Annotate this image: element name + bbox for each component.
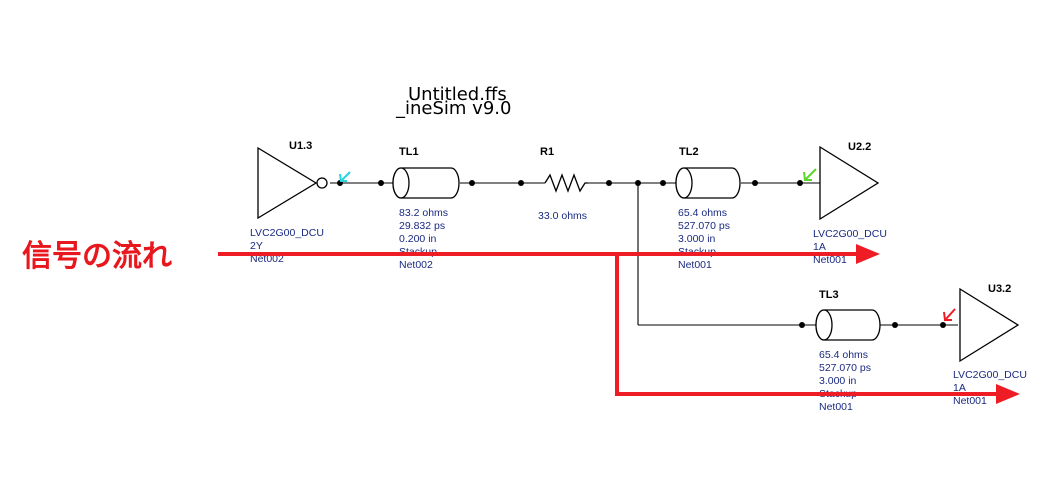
u22-ref-label: U2.2 — [848, 141, 871, 153]
u13-model-label: LVC2G00_DCU — [250, 227, 324, 239]
simulator-version: _ineSim v9.0 — [395, 98, 511, 119]
signal-flow-arrow-main — [218, 244, 880, 264]
tl2-net: Net001 — [678, 259, 712, 271]
tl1-ref-label: TL1 — [399, 146, 419, 158]
resistor-icon[interactable] — [544, 173, 588, 193]
tl3-length: 3.000 in — [819, 375, 857, 387]
u32-ref-label: U3.2 — [988, 283, 1011, 295]
signal-flow-arrow-branch — [615, 254, 1020, 404]
tl2-delay: 527.070 ps — [678, 220, 730, 232]
tl3-net: Net001 — [819, 401, 853, 413]
transmission-line-icon[interactable] — [815, 309, 881, 341]
buffer-receiver-icon[interactable] — [959, 287, 1020, 363]
tl2-impedance: 65.4 ohms — [678, 207, 727, 219]
u22-net-label: Net001 — [813, 254, 847, 266]
tl1-impedance: 83.2 ohms — [399, 207, 448, 219]
u13-ref-label: U1.3 — [289, 140, 312, 152]
u22-model-label: LVC2G00_DCU — [813, 228, 887, 240]
buffer-receiver-icon[interactable] — [819, 145, 880, 221]
r1-value: 33.0 ohms — [538, 210, 587, 222]
transmission-line-icon[interactable] — [392, 167, 460, 199]
tl1-length: 0.200 in — [399, 233, 437, 245]
tl3-delay: 527.070 ps — [819, 362, 871, 374]
probe-red-icon[interactable] — [943, 308, 956, 321]
junction-dots — [337, 180, 946, 328]
tl3-ref-label: TL3 — [819, 289, 839, 301]
transmission-line-icon[interactable] — [675, 167, 741, 199]
tl3-impedance: 65.4 ohms — [819, 349, 868, 361]
tl2-ref-label: TL2 — [679, 146, 699, 158]
u32-net-label: Net001 — [953, 395, 987, 407]
tl1-delay: 29.832 ps — [399, 220, 445, 232]
u32-model-label: LVC2G00_DCU — [953, 369, 1027, 381]
u13-pin-label: 2Y — [250, 240, 263, 252]
signal-flow-label: 信号の流れ — [22, 239, 172, 274]
u32-pin-label: 1A — [953, 382, 966, 394]
probe-green-icon[interactable] — [803, 168, 817, 181]
inverter-driver-icon[interactable] — [257, 146, 328, 220]
tl1-net: Net002 — [399, 259, 433, 271]
schematic-title: Untitled.ffs — [408, 84, 507, 105]
probe-cyan-icon[interactable] — [339, 171, 351, 182]
tl2-length: 3.000 in — [678, 233, 716, 245]
u22-pin-label: 1A — [813, 241, 826, 253]
r1-ref-label: R1 — [540, 146, 554, 158]
